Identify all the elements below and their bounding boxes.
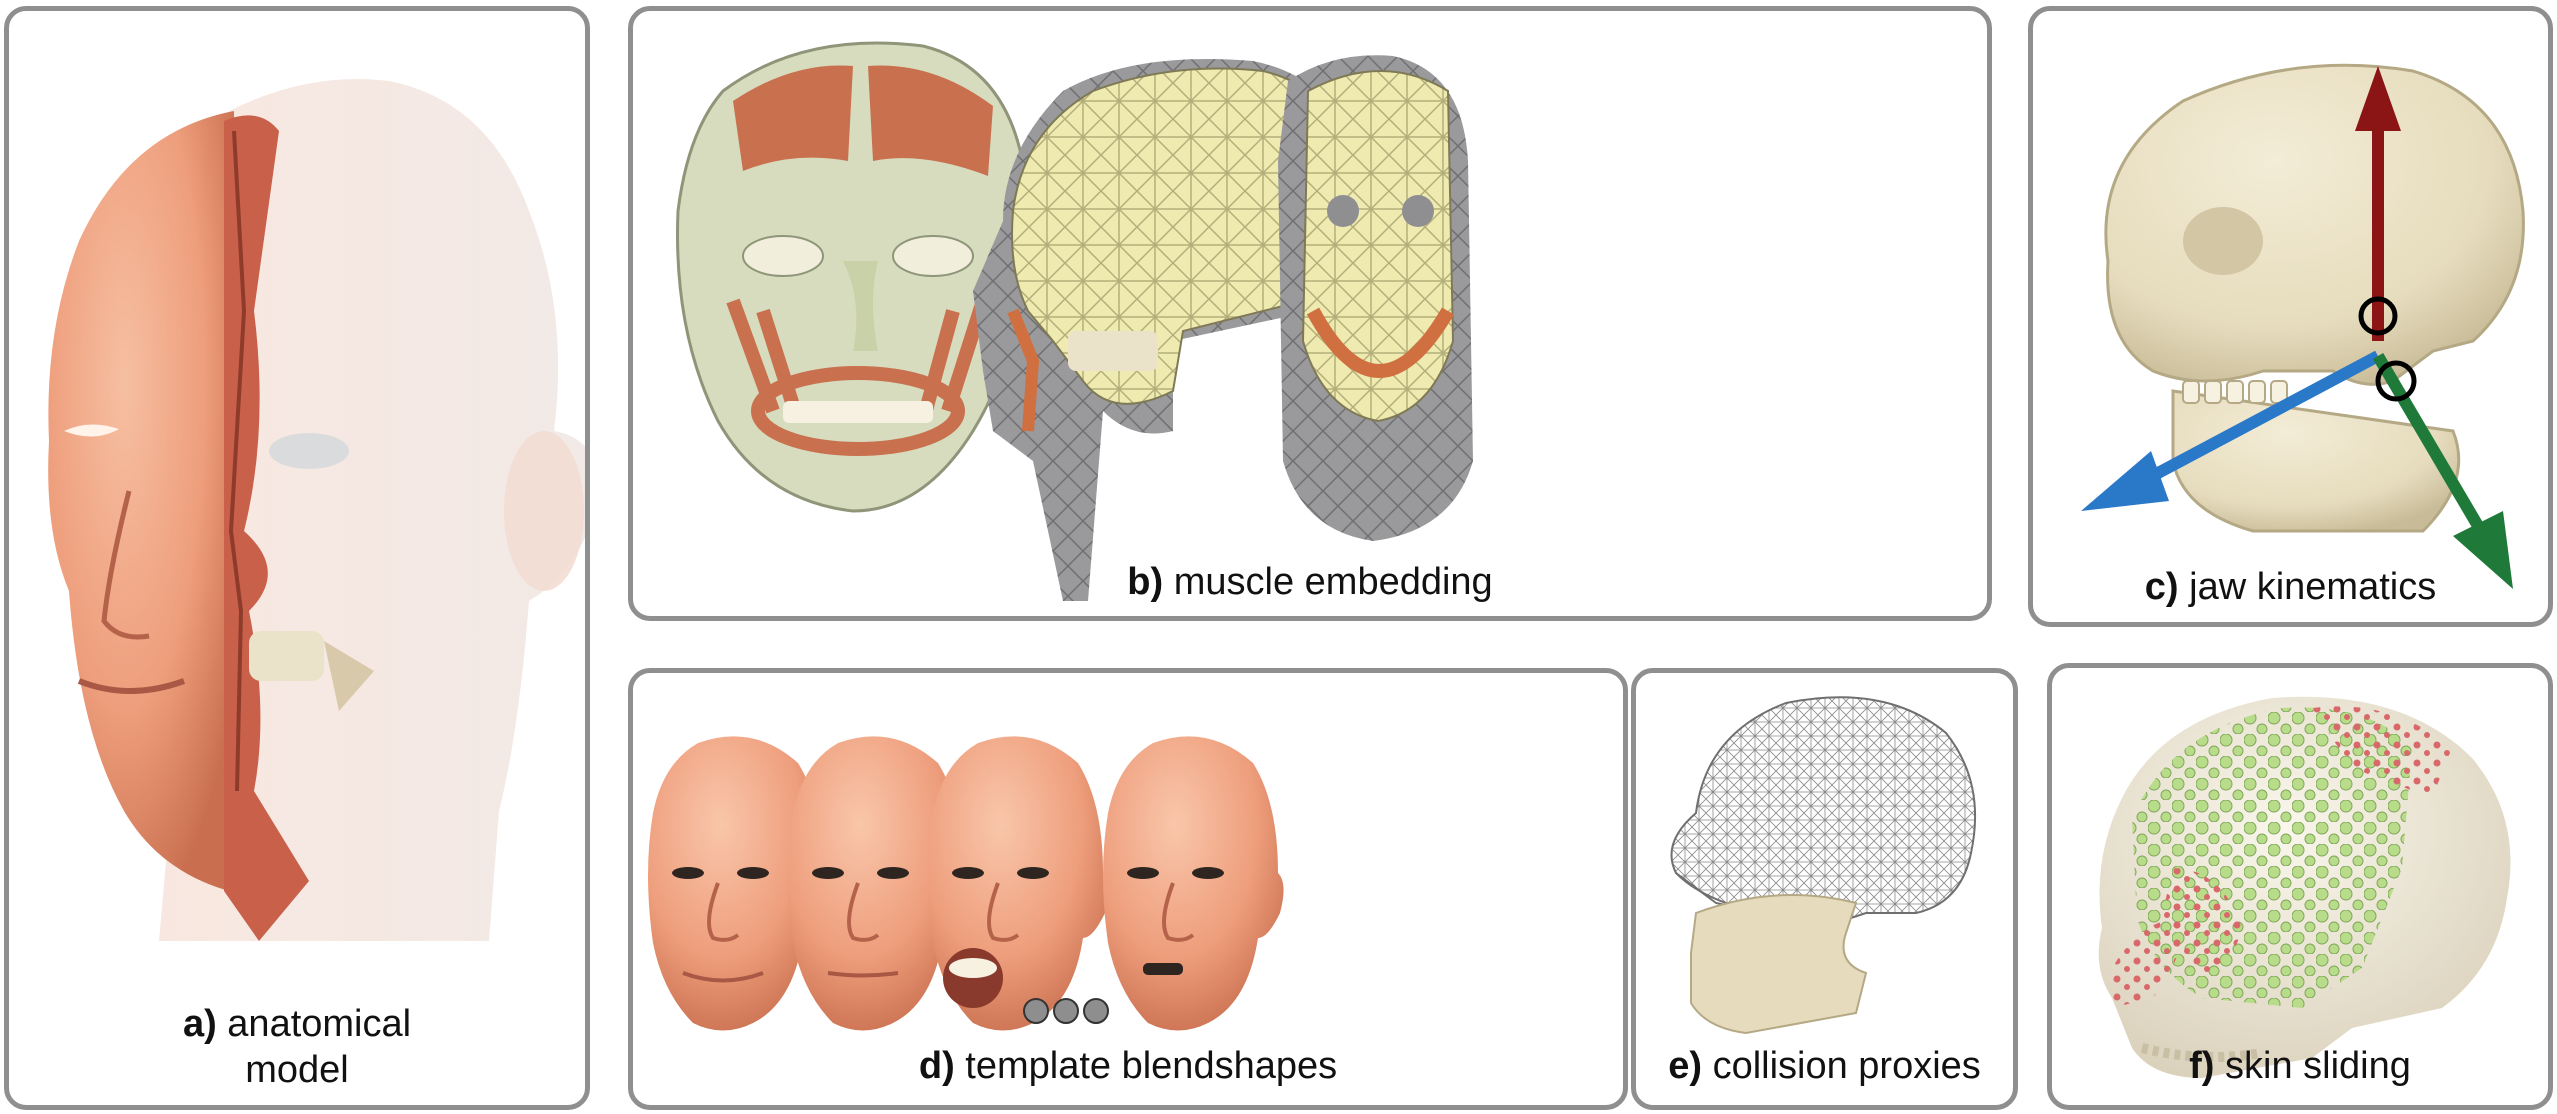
- skin-sliding-skull-icon: [2098, 696, 2511, 1078]
- muscle-face-icon: [676, 41, 1030, 513]
- panel-muscle-embedding: b) muscle embedding: [628, 6, 1992, 621]
- caption-d-title: template blendshapes: [965, 1045, 1338, 1087]
- caption-b: b) muscle embedding: [633, 559, 1987, 605]
- caption-f-title: skin sliding: [2225, 1045, 2411, 1087]
- caption-c-letter: c): [2144, 566, 2179, 608]
- caption-c-title: jaw kinematics: [2189, 566, 2437, 608]
- caption-f-letter: f): [2189, 1045, 2215, 1087]
- head-icon: [786, 734, 971, 1033]
- panel-template-blendshapes: d) template blendshapes: [628, 668, 1628, 1110]
- skull-mesh-front-icon: [1278, 55, 1473, 542]
- green-axis-icon: [2372, 352, 2487, 535]
- head-icon: [646, 734, 831, 1033]
- caption-a-letter: a): [182, 1003, 217, 1045]
- caption-e-letter: e): [1668, 1045, 1702, 1087]
- caption-c: c) jaw kinematics: [2033, 564, 2548, 610]
- panel-jaw-kinematics: c) jaw kinematics: [2028, 6, 2553, 627]
- caption-a: a) anatomical model: [9, 1001, 585, 1093]
- caption-b-letter: b): [1127, 561, 1164, 603]
- head-icon: [926, 734, 1111, 1033]
- panel-skin-sliding: f) skin sliding: [2047, 663, 2553, 1110]
- caption-e-title: collision proxies: [1712, 1045, 1981, 1087]
- collision-skull-icon: [1670, 696, 1977, 1035]
- ellipsis-icon: [1023, 998, 1109, 1024]
- arrow-icon: [2081, 451, 2169, 511]
- caption-f: f) skin sliding: [2052, 1043, 2548, 1089]
- skull-mesh-side-icon: [973, 59, 1353, 601]
- rotation-icon: [2375, 360, 2417, 402]
- jaw-skull-icon: [2081, 63, 2525, 589]
- muscle-embedding-icon: [676, 41, 1473, 601]
- arrow-icon: [2453, 511, 2513, 589]
- caption-b-title: muscle embedding: [1173, 561, 1493, 603]
- panel-collision-proxies: e) collision proxies: [1631, 668, 2018, 1110]
- anatomical-head-icon: [48, 79, 585, 941]
- rotation-icon: [2358, 296, 2398, 336]
- caption-a-line1: anatomical: [227, 1003, 412, 1045]
- blue-axis-icon: [2140, 350, 2381, 487]
- caption-d-letter: d): [918, 1045, 955, 1087]
- caption-a-line2: model: [245, 1049, 349, 1091]
- head-icon: [1101, 734, 1286, 1033]
- blendshape-heads: [646, 734, 1286, 1033]
- panel-anatomical-model: a) anatomical model: [4, 6, 590, 1110]
- arrow-icon: [2355, 66, 2401, 131]
- caption-e: e) collision proxies: [1636, 1043, 2013, 1089]
- caption-d: d) template blendshapes: [633, 1043, 1623, 1089]
